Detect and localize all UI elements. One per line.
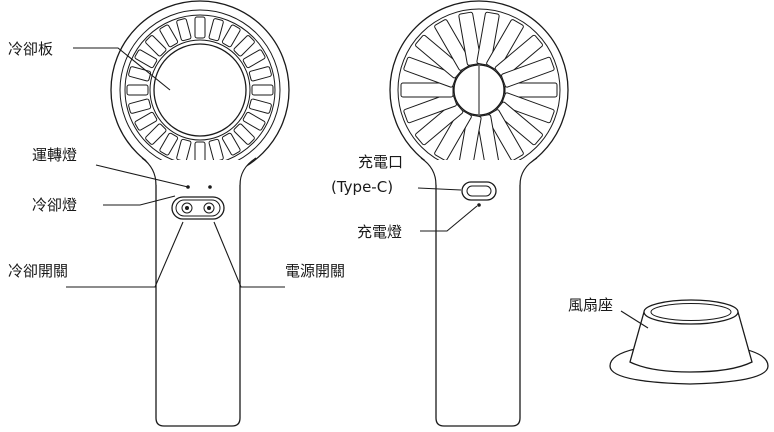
label-charging-light: 充電燈 xyxy=(357,223,402,241)
label-cooling-plate: 冷卻板 xyxy=(8,40,53,58)
back-handle xyxy=(435,159,521,427)
running-light-leader xyxy=(95,164,189,188)
grille-fin xyxy=(403,56,457,88)
front-neck xyxy=(146,160,252,185)
label-power-switch: 電源開關 xyxy=(285,262,345,280)
cooling-plate-leader xyxy=(73,47,171,91)
grille-fin xyxy=(242,111,266,131)
power-switch-button[interactable] xyxy=(203,202,215,214)
label-charging-port-line1: 充電口 xyxy=(358,153,403,171)
button-panel[interactable] xyxy=(171,196,225,220)
grille-fin xyxy=(194,16,206,39)
grille-fin xyxy=(434,109,472,161)
front-fan xyxy=(110,0,290,427)
grille-fin xyxy=(176,18,192,42)
label-charging-port-line2: (Type-C) xyxy=(331,178,393,196)
charging-port-leader xyxy=(417,187,462,191)
grille-fin xyxy=(248,98,272,114)
grille-fin xyxy=(486,19,524,71)
grille-fin xyxy=(501,92,555,124)
back-neck-left xyxy=(420,157,437,186)
fan-base-leader xyxy=(620,310,649,329)
front-handle xyxy=(155,159,241,427)
label-cooling-switch: 冷卻開關 xyxy=(8,262,68,280)
cooling-plate xyxy=(153,43,247,137)
label-cooling-light: 冷卻燈 xyxy=(32,196,77,214)
back-fan xyxy=(389,0,569,427)
grille-fin xyxy=(134,111,158,131)
grille-fin xyxy=(233,123,255,145)
grille-fin xyxy=(233,35,255,57)
grille-fin xyxy=(248,66,272,82)
grille-fin xyxy=(400,82,454,98)
grille-fin xyxy=(159,132,179,156)
grille-fin xyxy=(128,98,152,114)
base-top-outer xyxy=(643,299,739,325)
back-neck xyxy=(424,160,534,185)
grille-fin xyxy=(501,56,555,88)
grille-fin xyxy=(403,92,457,124)
fan-base xyxy=(609,299,769,385)
grille-fin xyxy=(494,34,543,79)
grille-fin xyxy=(476,11,500,66)
back-leader-lines xyxy=(417,187,478,232)
base-top-inner xyxy=(650,303,732,321)
snowflake-icon xyxy=(185,206,189,210)
grille-fin xyxy=(458,11,482,66)
back-neck-right xyxy=(519,157,538,186)
back-grille-fins xyxy=(400,11,558,169)
grille-fin xyxy=(415,34,464,79)
grille-fin xyxy=(126,84,149,96)
label-fan-base: 風扇座 xyxy=(568,296,613,314)
grille-fin xyxy=(486,109,524,161)
label-running-light: 運轉燈 xyxy=(32,146,77,164)
cooling-light-dot xyxy=(208,185,212,189)
grille-fin xyxy=(221,132,241,156)
button-panel-inner xyxy=(175,199,221,217)
cooling-light-leader xyxy=(103,195,176,206)
grille-fin xyxy=(415,101,464,146)
front-neck-left xyxy=(141,157,157,186)
grille-fin xyxy=(434,19,472,71)
cooling-switch-button[interactable] xyxy=(181,202,193,214)
front-neck-right xyxy=(239,157,257,186)
front-leader-lines xyxy=(66,47,285,288)
grille-fin xyxy=(504,82,558,98)
grille-fin xyxy=(145,35,167,57)
grille-fin xyxy=(159,24,179,48)
grille-fin xyxy=(221,24,241,48)
fan-icon xyxy=(207,206,211,210)
grille-fin xyxy=(208,18,224,42)
grille-fin xyxy=(242,49,266,69)
charging-light-dot xyxy=(477,203,481,207)
charging-port-inner xyxy=(466,185,492,197)
power-switch-leader xyxy=(213,221,285,288)
charging-light-leader xyxy=(420,205,478,232)
grille-fin xyxy=(134,49,158,69)
cooling-plate-rim xyxy=(149,39,251,141)
grille-fin xyxy=(194,141,206,164)
cooling-switch-leader xyxy=(66,221,184,288)
grille-fin xyxy=(145,123,167,145)
grille-fin xyxy=(494,101,543,146)
base-body xyxy=(629,311,753,373)
grille-fin xyxy=(251,84,274,96)
front-grille-fins xyxy=(126,16,274,164)
